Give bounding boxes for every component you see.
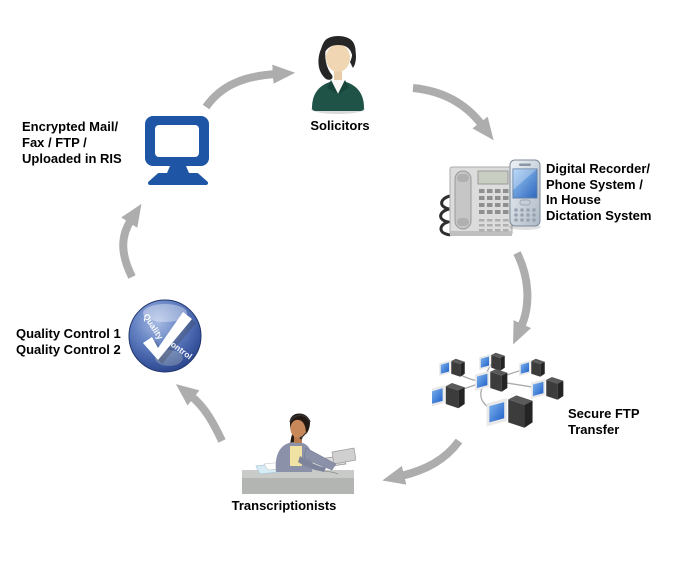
desk-phone-and-pda-icon — [439, 159, 541, 237]
encrypted-mail-line2: Fax / FTP / — [22, 135, 87, 150]
quality-control-line2: Quality Control 2 — [16, 342, 121, 357]
encrypted-mail-line1: Encrypted Mail/ — [22, 119, 119, 134]
quality-control-line1: Quality Control 1 — [16, 326, 121, 341]
encrypted-mail-label: Encrypted Mail/ Fax / FTP / Uploaded in … — [22, 119, 122, 167]
typist-at-desk-icon — [242, 413, 356, 494]
arrow-qc-to-computer — [119, 203, 142, 279]
quality-control-label: Quality Control 1 Quality Control 2 — [16, 326, 121, 358]
arrow-computer-to-solicitors — [202, 64, 296, 110]
digital-recorder-line4: Dictation System — [546, 207, 652, 223]
digital-recorder-label: Digital Recorder/ Phone System / In Hous… — [546, 161, 651, 223]
quality-check-sphere-icon: Quality Control — [128, 299, 202, 373]
solicitor-person-icon — [311, 36, 365, 114]
computer-network-icon — [432, 352, 564, 428]
encrypted-mail-line3: Uploaded in RIS — [22, 151, 122, 166]
solicitors-label: Solicitors — [310, 118, 370, 133]
digital-recorder-line3: In House — [546, 192, 601, 207]
computer-monitor-icon — [145, 116, 209, 185]
secure-ftp-line1: Secure FTP — [568, 406, 640, 421]
arrow-solicitors-to-recorder — [412, 84, 494, 141]
transcriptionists-label: Transcriptionists — [231, 498, 337, 513]
digital-recorder-line1: Digital Recorder/ — [546, 161, 651, 176]
arrow-recorder-to-ftp — [513, 251, 532, 345]
secure-ftp-line2: Transfer — [568, 422, 620, 437]
digital-recorder-line2: Phone System / — [546, 176, 643, 192]
arrow-transcriptionists-to-qc — [175, 384, 226, 443]
arrow-ftp-to-transcriptionists — [382, 438, 463, 485]
secure-ftp-label: Secure FTP Transfer — [568, 406, 640, 438]
